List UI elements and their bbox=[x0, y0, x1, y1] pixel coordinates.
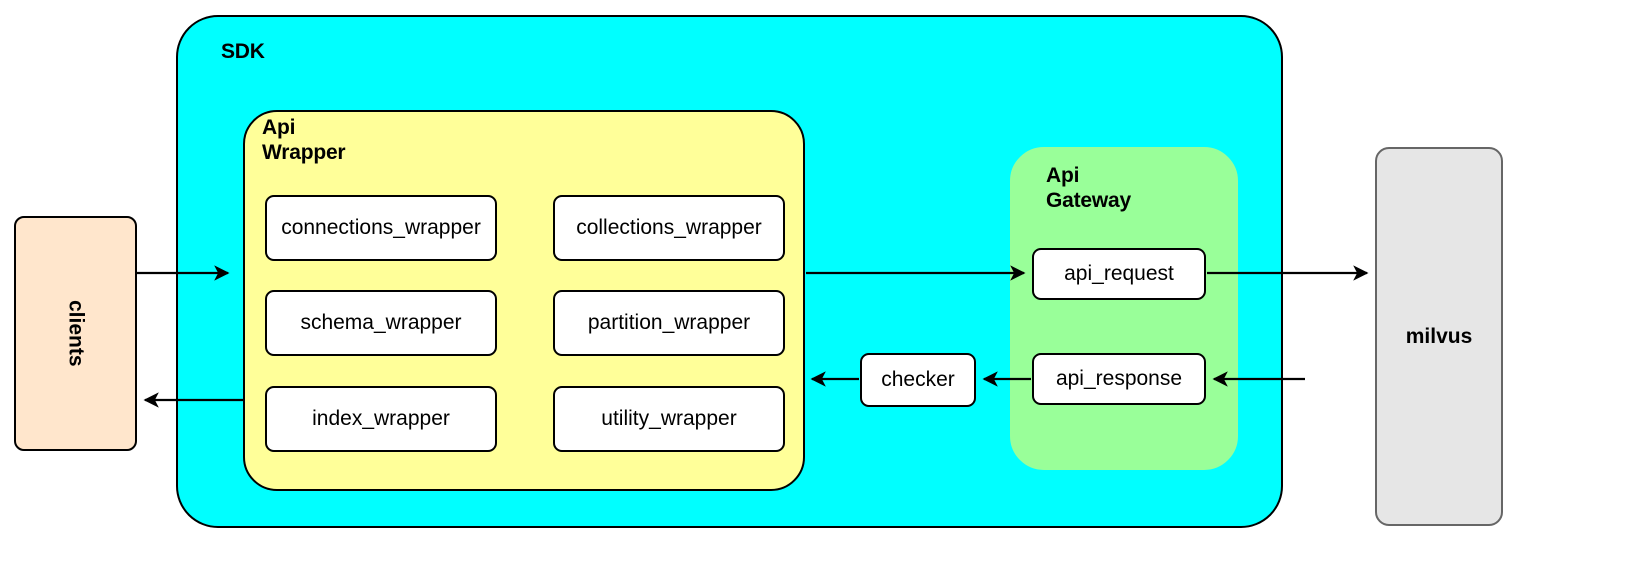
node-label: clients bbox=[64, 300, 88, 367]
api-gateway-panel bbox=[1010, 147, 1238, 470]
node-label: schema_wrapper bbox=[300, 311, 462, 334]
node-schema-wrapper[interactable]: schema_wrapper bbox=[265, 290, 497, 356]
api-wrapper-panel-label: Api Wrapper bbox=[262, 116, 346, 164]
node-label: api_request bbox=[1064, 262, 1174, 285]
node-partition-wrapper[interactable]: partition_wrapper bbox=[553, 290, 785, 356]
node-label: milvus bbox=[1405, 324, 1473, 348]
node-checker[interactable]: checker bbox=[860, 353, 976, 407]
node-label: utility_wrapper bbox=[601, 407, 737, 430]
node-connections-wrapper[interactable]: connections_wrapper bbox=[265, 195, 497, 261]
node-api-response[interactable]: api_response bbox=[1032, 353, 1206, 405]
node-index-wrapper[interactable]: index_wrapper bbox=[265, 386, 497, 452]
api-gateway-panel-label: Api Gateway bbox=[1046, 164, 1131, 212]
node-milvus[interactable]: milvus bbox=[1375, 147, 1503, 526]
node-label: api_response bbox=[1055, 367, 1183, 390]
node-label: checker bbox=[881, 368, 955, 391]
node-label: connections_wrapper bbox=[281, 216, 481, 239]
sdk-panel-label: SDK bbox=[221, 40, 265, 63]
node-clients[interactable]: clients bbox=[14, 216, 137, 451]
node-utility-wrapper[interactable]: utility_wrapper bbox=[553, 386, 785, 452]
node-api-request[interactable]: api_request bbox=[1032, 248, 1206, 300]
node-label: partition_wrapper bbox=[587, 311, 751, 334]
node-label: index_wrapper bbox=[312, 407, 450, 430]
node-label: collections_wrapper bbox=[576, 216, 762, 239]
node-collections-wrapper[interactable]: collections_wrapper bbox=[553, 195, 785, 261]
